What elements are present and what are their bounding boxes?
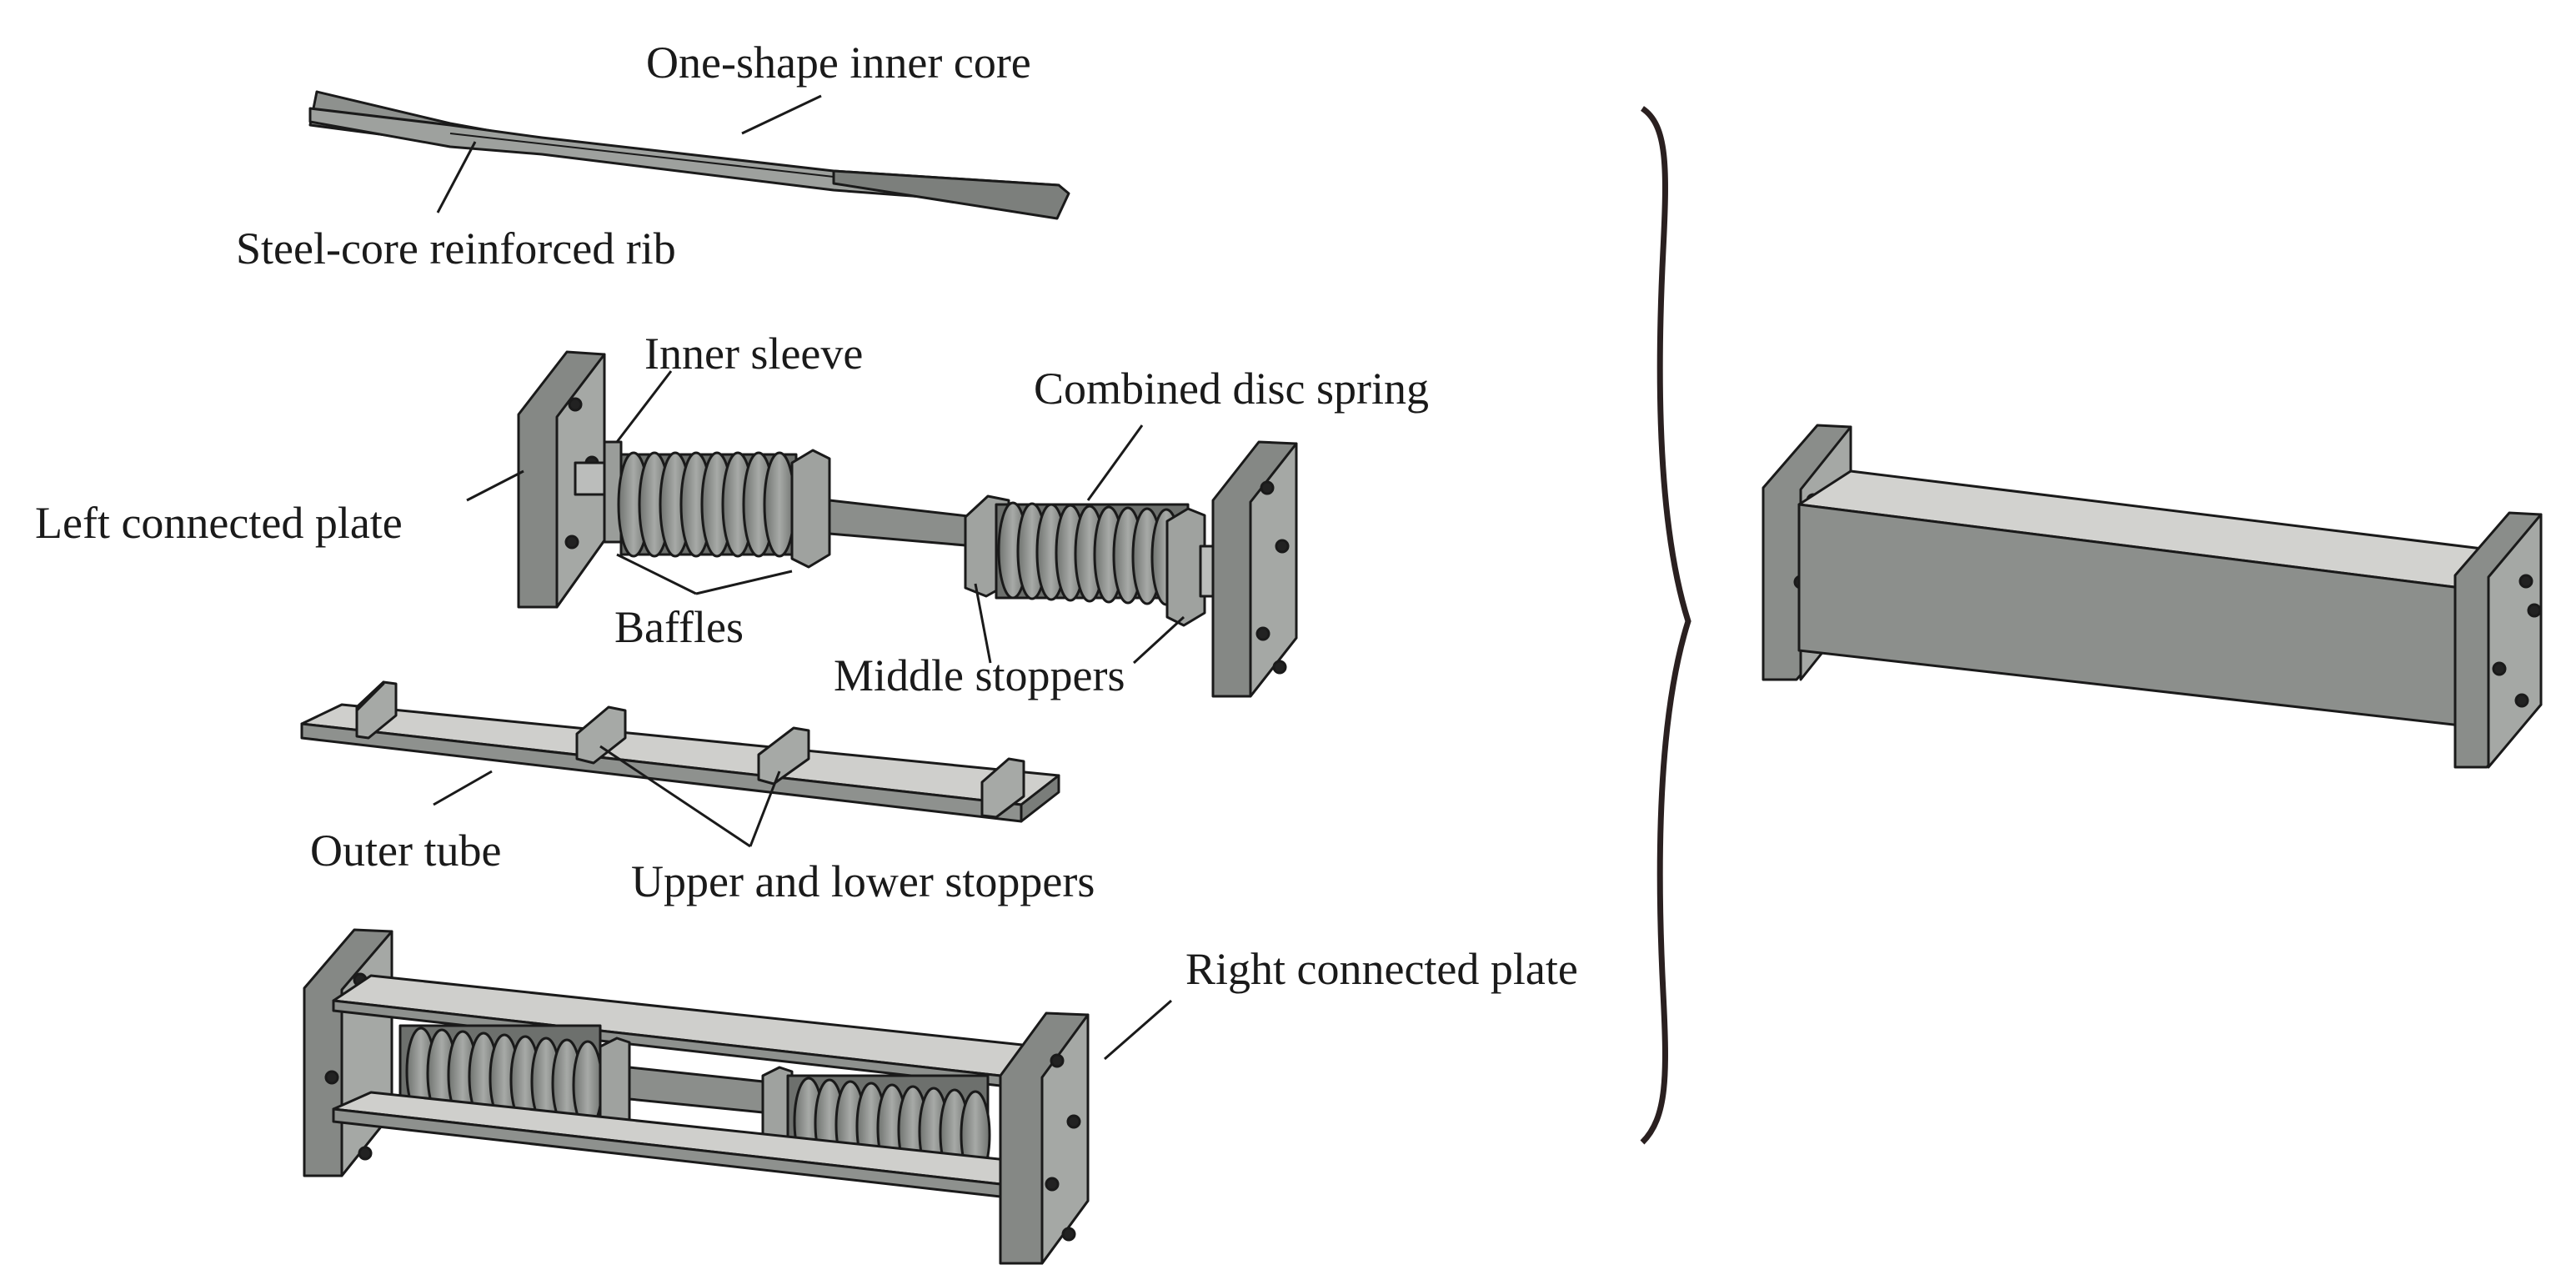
inner-core-part [308, 90, 1070, 220]
leader-ul-stopper-2 [749, 770, 781, 847]
baffle-left [790, 449, 831, 569]
label-inner-core: One-shape inner core [646, 38, 1031, 88]
baffle-right [1165, 507, 1206, 627]
label-right-plate: Right connected plate [1185, 944, 1578, 994]
leader-middle-stopper-2 [1132, 615, 1185, 665]
leader-reinforced-rib [436, 141, 477, 213]
right-disc-spring [995, 501, 1190, 606]
leader-inner-sleeve [615, 370, 673, 443]
leader-outer-tube [433, 770, 493, 806]
stopper-upper-4 [980, 757, 1025, 819]
leader-middle-stopper-1 [974, 583, 992, 664]
label-inner-sleeve: Inner sleeve [644, 329, 863, 379]
label-reinforced-rib: Steel-core reinforced rib [236, 223, 676, 274]
leader-baffle-2 [695, 570, 793, 595]
assembled-damper [1762, 424, 2543, 769]
outer-tube-plate [300, 703, 1060, 806]
label-disc-spring: Combined disc spring [1034, 364, 1429, 414]
spring-assembly [517, 350, 1298, 698]
left-disc-spring [617, 451, 798, 558]
label-baffles: Baffles [614, 602, 744, 652]
leader-baffle-1 [616, 553, 697, 595]
leader-disc-spring [1086, 424, 1144, 501]
label-outer-tube: Outer tube [310, 826, 501, 876]
curly-brace [1640, 106, 1691, 1145]
leader-ul-stopper-1 [599, 745, 751, 848]
reinforced-rib-right [832, 169, 1070, 220]
label-middle-stoppers: Middle stoppers [834, 650, 1125, 700]
leader-inner-core [741, 94, 822, 135]
stopper-upper-2 [575, 705, 627, 765]
label-left-plate: Left connected plate [35, 498, 403, 548]
label-upper-lower-stoppers: Upper and lower stoppers [631, 856, 1095, 906]
outer-tube-part [300, 680, 1060, 823]
stopper-upper-3 [757, 726, 810, 786]
stopper-upper-1 [355, 680, 398, 740]
assembled-cutaway [303, 928, 1090, 1265]
leader-right-plate [1104, 999, 1172, 1061]
middle-rod [828, 499, 977, 548]
leader-left-plate [466, 469, 524, 502]
